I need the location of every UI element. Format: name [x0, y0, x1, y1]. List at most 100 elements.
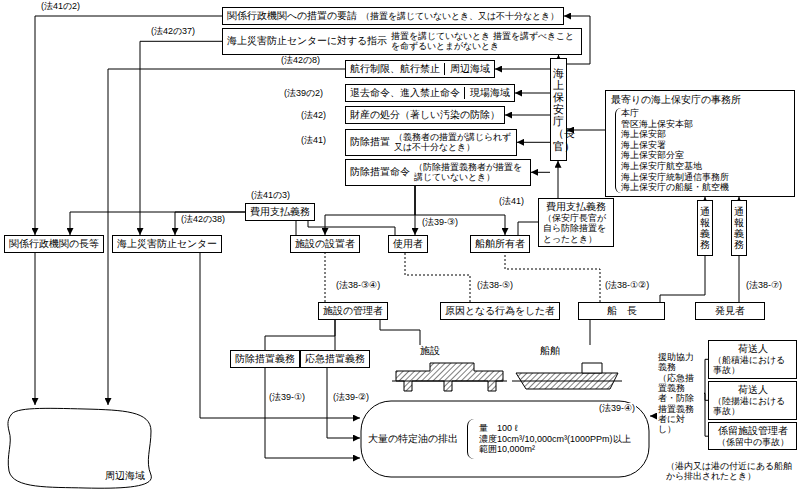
condition-text: （防除措置義務者が措置を講じていないとき）: [414, 162, 526, 183]
note-text: （港内又は港の付近にある船舶から排出されたとき）: [665, 461, 799, 482]
list-item: 本庁: [621, 108, 729, 119]
list-item: 海上保安部分室: [621, 150, 729, 161]
area-name: 周辺海域: [105, 470, 145, 482]
connector: [660, 256, 705, 302]
node-text: 防除措置義務: [235, 353, 295, 365]
connector: [505, 253, 600, 302]
detail-column: 量 100 ℓ濃度10cm³/10,000cm³(1000PPm)以上範囲10,…: [479, 423, 631, 455]
list-item: 海上保安庁の船艇・航空機: [621, 182, 729, 193]
connector: [518, 222, 538, 235]
illustration: [392, 359, 507, 393]
node-text: 通報義務: [734, 206, 744, 250]
connector: [70, 212, 245, 235]
list-item: 海上保安庁統制通信事務所: [621, 172, 729, 183]
law-reference: (法39の2): [283, 88, 324, 98]
edge-label: (法39-②): [332, 392, 370, 402]
law-reference: (法41の3): [250, 190, 291, 200]
condition-text: （応急措置義務者・防除措置義務者に対し）: [658, 373, 700, 435]
connector: [327, 368, 360, 438]
node-text: 原因となる行為をした者: [445, 305, 555, 317]
condition-text: 現場海域: [464, 87, 510, 99]
party-box: 荷送人（陸揚港における事故）: [708, 381, 797, 420]
connector: [495, 69, 550, 70]
duty-box: 応急措置義務: [300, 350, 370, 368]
party-box: 船舶所有者: [470, 235, 530, 253]
edge-label: (法39-③): [421, 217, 459, 227]
action-box: 航行制限、航行禁止周辺海域: [345, 60, 495, 78]
law-reference: (法42の8): [280, 55, 321, 65]
condition-text: （係留中の事故）: [717, 437, 789, 447]
authority-box: 海上保安庁（長官）: [550, 58, 567, 161]
action-box: 防除措置命令（防除措置義務者が措置を講じていないとき）: [345, 159, 531, 186]
duty-box: 防除措置義務: [230, 350, 300, 368]
edge-label: (法39-①): [268, 392, 306, 402]
connector: [505, 115, 550, 116]
connector: [531, 172, 550, 173]
cooperation-note: 援助協力義務（応急措置義務者・防除措置義務者に対し）: [654, 350, 704, 437]
connector: [296, 221, 297, 235]
connector: [590, 320, 591, 345]
facility-illustration: 施設: [392, 345, 507, 393]
connector: [558, 161, 559, 198]
law-reference: (法41): [300, 135, 327, 145]
sea-area: 周辺海域: [5, 405, 155, 490]
node-text: 費用支払義務: [250, 206, 310, 218]
law-reference: (法38-③④): [335, 280, 381, 290]
connector: [325, 186, 415, 235]
node-text: 財産の処分（著しい汚染の防除）: [350, 109, 500, 121]
connector: [650, 416, 654, 417]
node-text: 退去命令、進入禁止命令: [350, 87, 460, 99]
bracket-list: 本庁管区海上保安本部海上保安部海上保安署海上保安部分室海上保安庁航空基地海上保安…: [615, 108, 729, 193]
node-text: 通報義務: [700, 206, 710, 250]
connector: [140, 41, 222, 235]
main-text: 大量の特定油の排出: [368, 433, 458, 445]
node-text: 関係行政機関の長等: [9, 238, 99, 250]
duty-box: 通報義務: [731, 200, 747, 256]
connector: [325, 253, 326, 302]
party-box: 発見者: [695, 302, 765, 320]
node-text: 施設の管理者: [323, 305, 383, 317]
list-item: 海上保安部: [621, 129, 729, 140]
connector: [515, 93, 550, 94]
node-text: 船 長: [607, 305, 637, 317]
ship-illustration: 船舶: [512, 345, 622, 393]
duty-box: 通報義務: [697, 200, 713, 256]
party-box: 施設の管理者: [318, 302, 388, 320]
node-text: 関係行政機関への措置の要請: [227, 10, 357, 22]
condition-text: 措置を講じていないとき 措置を講ずべきことを命ずるいとまがないとき: [391, 31, 577, 52]
node-text: 防除措置: [350, 136, 390, 148]
node-text: 海上災害防止センター: [117, 238, 217, 250]
law-reference: (法38-①②): [604, 280, 650, 290]
request-box: 関係行政機関への措置の要請 （措置を講じていないとき、又は不十分なとき）: [222, 7, 564, 25]
node-text: 海上保安庁（長官）: [553, 67, 564, 152]
list-item: 管区海上保安本部: [621, 119, 729, 130]
edge-label: (法41): [498, 196, 525, 206]
node-text: 施設の設置者: [295, 238, 355, 250]
node-text: 応急措置義務: [305, 353, 365, 365]
connector: [517, 142, 550, 143]
party-box: 船 長: [578, 302, 665, 320]
connector: [335, 320, 336, 350]
party-box: 施設の設置者: [290, 235, 360, 253]
brace: [467, 419, 475, 459]
law-reference: (法42の38): [180, 214, 226, 224]
law-reference: (法42): [300, 110, 327, 120]
edge-label: (法39-④): [598, 403, 636, 413]
list-item: 海上保安庁航空基地: [621, 161, 729, 172]
detail-text: 濃度10cm³/10,000cm³(1000PPm)以上: [479, 434, 631, 445]
connector: [35, 253, 36, 405]
node-text: 係留施設管理者: [718, 425, 788, 437]
heading: 最寄りの海上保安庁の事務所: [611, 94, 741, 106]
law-reference: (法42の37): [150, 26, 196, 36]
party-box: 使用者: [388, 235, 428, 253]
illustration-title: 船舶: [540, 345, 560, 357]
detail-text: 範囲10,000m²: [479, 444, 631, 455]
party-box: 原因となる行為をした者: [440, 302, 560, 320]
condition-text: （措置を講じていないとき、又は不十分なとき）: [361, 11, 559, 22]
condition-text: （義務者の措置が講じられず又は不十分なとき）: [394, 132, 512, 153]
connector: [739, 256, 740, 302]
node-text: 航行制限、航行禁止: [350, 63, 440, 75]
node-text: 船舶所有者: [475, 238, 525, 250]
node-text: 海上災害防止センターに対する指示: [227, 35, 387, 47]
connector: [175, 212, 245, 235]
